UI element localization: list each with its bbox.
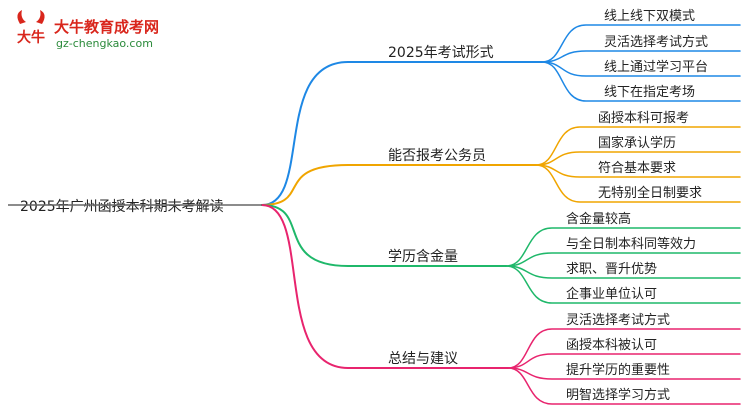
leaf-b2-1: 与全日制本科同等效力 (566, 236, 696, 252)
logo-mark-text: 大牛 (17, 29, 45, 46)
leaf-connector-2-0 (505, 227, 741, 267)
logo-url: gz-chengkao.com (56, 37, 153, 50)
leaf-b1-1: 国家承认学历 (598, 135, 676, 151)
branch-connector-2 (261, 204, 507, 267)
leaf-b1-2: 符合基本要求 (598, 160, 676, 176)
branch-connector-0 (261, 61, 543, 206)
leaf-connector-1-0 (535, 126, 741, 166)
leaf-b2-0: 含金量较高 (566, 211, 631, 227)
leaf-connector-2-3 (505, 265, 741, 304)
leaf-connector-0-3 (541, 61, 741, 102)
leaf-connector-1-3 (535, 164, 741, 203)
leaf-b0-2: 线上通过学习平台 (604, 59, 708, 75)
branch-label-civil-service: 能否报考公务员 (388, 148, 486, 164)
leaf-b1-3: 无特别全日制要求 (598, 185, 702, 201)
leaf-connector-1-1 (535, 151, 741, 166)
leaf-b3-1: 函授本科被认可 (566, 338, 657, 353)
leaf-b0-1: 灵活选择考试方式 (604, 34, 708, 50)
leaf-connector-0-1 (541, 50, 741, 63)
leaf-connector-0-0 (541, 24, 741, 63)
leaf-b3-2: 提升学历的重要性 (566, 362, 670, 378)
logo-site-name: 大牛教育成考网 (54, 18, 159, 36)
leaf-b2-2: 求职、晋升优势 (566, 261, 657, 277)
leaf-connector-2-1 (505, 252, 741, 267)
leaf-connector-3-0 (507, 328, 741, 369)
leaf-b1-0: 函授本科可报考 (598, 111, 689, 126)
branch-label-degree-value: 学历含金量 (388, 249, 458, 265)
leaf-b0-0: 线上线下双模式 (604, 9, 695, 24)
branch-connector-1 (261, 164, 537, 206)
root-topic: 2025年广州函授本科期末考解读 (20, 198, 224, 215)
leaf-connector-3-1 (507, 353, 741, 369)
leaf-b0-3: 线下在指定考场 (604, 85, 695, 100)
leaf-connector-3-3 (507, 367, 741, 405)
leaf-b2-3: 企事业单位认可 (566, 286, 657, 302)
branch-connector-3 (261, 204, 509, 369)
branch-label-summary: 总结与建议 (388, 351, 458, 367)
leaf-b3-0: 灵活选择考试方式 (566, 312, 670, 328)
site-logo[interactable]: 大牛 大牛教育成考网 gz-chengkao.com (17, 10, 159, 50)
bull-logo-icon: 大牛 (17, 10, 45, 46)
leaf-b3-3: 明智选择学习方式 (566, 387, 670, 403)
branch-label-exam-format: 2025年考试形式 (388, 45, 494, 61)
